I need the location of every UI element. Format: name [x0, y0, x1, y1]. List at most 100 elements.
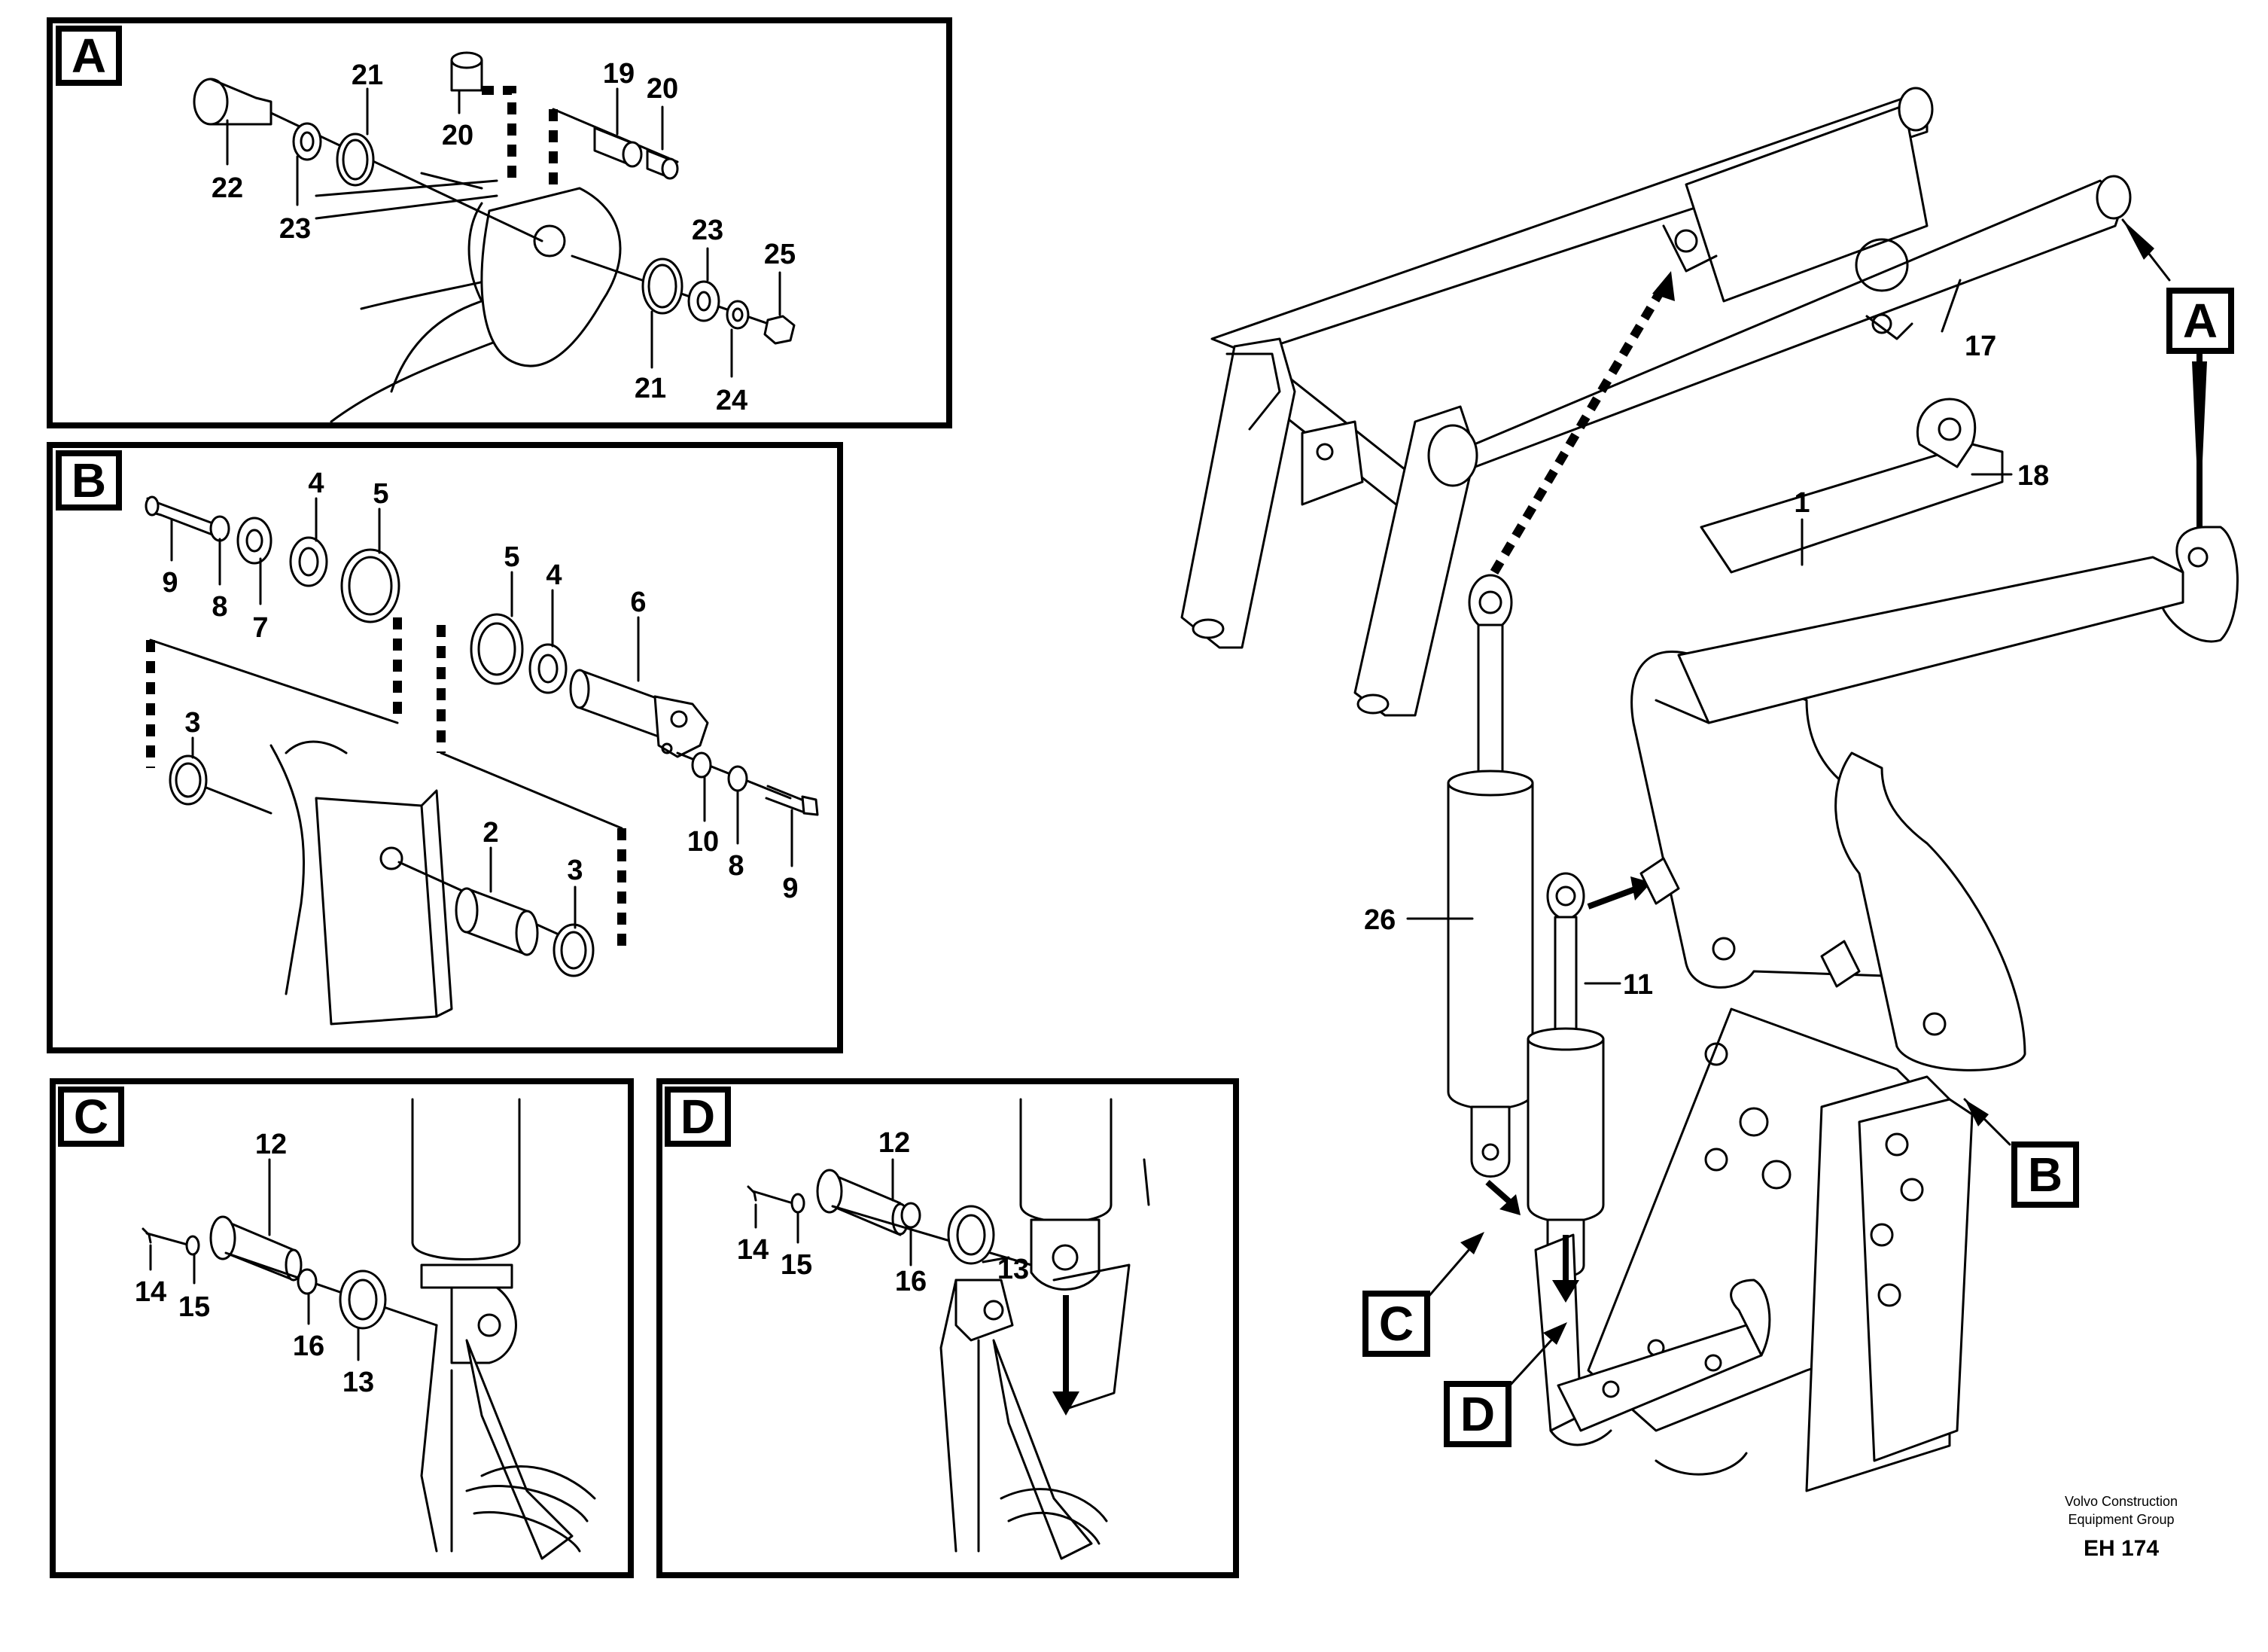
- panel-a-nut-25: [763, 315, 796, 345]
- panel-b-washer-8b: [727, 765, 748, 792]
- callout-2: 2: [483, 817, 498, 849]
- callout-11: 11: [1623, 969, 1653, 1001]
- callout-5-a: 5: [373, 478, 388, 510]
- panel-a-bushing-19: [593, 126, 643, 168]
- callout-5-b: 5: [504, 541, 519, 573]
- panel-c: C 12 14 15 16 13: [50, 1078, 634, 1578]
- cylinder-11: [1527, 872, 1605, 1278]
- panel-c-washer-15: [185, 1235, 200, 1256]
- footer-code: EH 174: [2084, 1536, 2159, 1561]
- link-arm-1: [1630, 398, 2239, 1071]
- callout-17: 17: [1965, 331, 1996, 362]
- panel-c-label-box: [58, 1087, 124, 1147]
- ref-label-c-text: C: [1379, 1297, 1414, 1351]
- panel-d-label: D: [680, 1090, 715, 1144]
- callout-9-a: 9: [162, 567, 178, 599]
- panel-a-bushing-20-top: [450, 51, 483, 92]
- callout-21-b: 21: [635, 373, 666, 404]
- callout-23-b: 23: [692, 215, 723, 246]
- panel-c-washer-16: [297, 1268, 318, 1295]
- panel-a-bushing-20: [646, 149, 679, 180]
- callout-3-a: 3: [184, 707, 200, 739]
- panel-d-bolt-14: [747, 1185, 757, 1202]
- panel-a-washer-24: [726, 300, 750, 330]
- callout-6: 6: [630, 587, 646, 618]
- panel-c-oring-13: [339, 1269, 387, 1330]
- panel-b-oring-5: [340, 548, 400, 623]
- callout-4-a: 4: [308, 468, 324, 499]
- panel-c-pin-12: [209, 1215, 303, 1282]
- panel-b-washer-10: [691, 751, 712, 779]
- callout-14-d: 14: [737, 1234, 769, 1266]
- ref-label-a-text: A: [2183, 294, 2218, 348]
- callout-20-a: 20: [647, 73, 678, 105]
- callout-25: 25: [764, 239, 796, 270]
- panel-b-label-box: [56, 450, 122, 511]
- callout-14-c: 14: [135, 1276, 166, 1308]
- panel-d-oring-13: [947, 1205, 995, 1265]
- panel-c-frame: [50, 1078, 634, 1578]
- callout-22: 22: [212, 172, 243, 204]
- panel-a-label: A: [72, 29, 106, 83]
- panel-b-washer-4b: [528, 643, 568, 694]
- ref-label-b: B: [1963, 1098, 2079, 1208]
- panel-b-washer-4: [289, 536, 328, 587]
- panel-a-label-box: [56, 26, 122, 86]
- panel-b-pin-6: [569, 669, 709, 758]
- panel-b-frame: [47, 442, 843, 1053]
- panel-b-label: B: [72, 453, 106, 507]
- callout-24: 24: [716, 385, 747, 416]
- panel-d-washer-16: [900, 1202, 921, 1229]
- panel-d-pin-12: [816, 1169, 909, 1236]
- callout-12-c: 12: [255, 1129, 287, 1160]
- panel-d-label-box: [665, 1087, 731, 1147]
- callout-8-a: 8: [212, 591, 227, 623]
- callout-3-b: 3: [567, 855, 583, 886]
- panel-a-washer-23: [292, 122, 322, 161]
- callout-15-c: 15: [178, 1291, 210, 1323]
- panel-d-washer-15: [790, 1193, 805, 1214]
- callout-10: 10: [687, 826, 719, 858]
- panel-d-frame: [656, 1078, 1239, 1578]
- ref-label-b-text: B: [2028, 1148, 2063, 1202]
- callout-16-d: 16: [895, 1266, 927, 1297]
- callout-26: 26: [1364, 904, 1396, 936]
- footer-line-2: Equipment Group: [2068, 1512, 2174, 1527]
- panel-c-label: C: [74, 1090, 108, 1144]
- footer-brand: Volvo Construction Equipment Group EH 17…: [2065, 1494, 2178, 1561]
- panel-b-washer-8: [209, 515, 230, 542]
- panel-a: A: [47, 17, 952, 428]
- panel-b-bolt-9-right: [765, 785, 807, 813]
- panel-a-frame: [47, 17, 952, 428]
- ref-label-d-text: D: [1460, 1387, 1495, 1441]
- callout-18: 18: [2017, 460, 2049, 492]
- callout-8-b: 8: [728, 850, 744, 882]
- callout-21-a: 21: [352, 59, 383, 91]
- callout-1: 1: [1794, 487, 1810, 519]
- callout-16-c: 16: [293, 1330, 324, 1362]
- callout-20-b: 20: [442, 120, 473, 151]
- panel-d: D 12: [656, 1078, 1239, 1578]
- callout-13-c: 13: [342, 1367, 374, 1398]
- panel-b-washer-7: [236, 517, 272, 565]
- panel-b: B: [47, 442, 843, 1053]
- upper-frame-17: [1180, 87, 2132, 717]
- ref-label-c: C: [1362, 1232, 1484, 1357]
- panel-a-washer-23b: [687, 280, 720, 322]
- callout-15-d: 15: [781, 1249, 812, 1281]
- callout-9-b: 9: [782, 873, 798, 904]
- panel-b-bushing-2: [455, 887, 539, 956]
- callout-4-b: 4: [546, 559, 562, 591]
- callout-23-a: 23: [279, 213, 311, 245]
- callout-7: 7: [252, 612, 268, 644]
- footer-line-1: Volvo Construction: [2065, 1494, 2178, 1509]
- callout-13-d: 13: [997, 1254, 1029, 1285]
- panel-a-bracket: [315, 172, 622, 423]
- ref-label-a: A: [2121, 218, 2234, 527]
- ref-label-d: D: [1444, 1322, 1567, 1447]
- callout-19: 19: [603, 58, 635, 90]
- panel-c-bolt-14: [142, 1227, 152, 1244]
- callout-12-d: 12: [878, 1127, 910, 1159]
- main-assembly: A B C D 17 18 1 26: [1180, 87, 2239, 1492]
